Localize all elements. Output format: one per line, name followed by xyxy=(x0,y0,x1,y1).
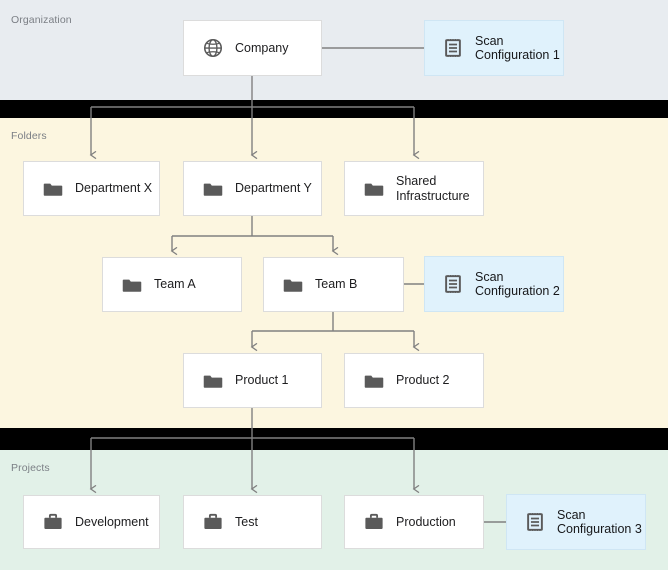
node-label: Scan Configuration 1 xyxy=(475,33,560,63)
node-department-x[interactable]: Department X xyxy=(23,161,160,216)
node-label: Scan Configuration 2 xyxy=(475,269,560,299)
folder-icon xyxy=(203,375,223,388)
node-scan-configuration-1[interactable]: Scan Configuration 1 xyxy=(424,20,564,76)
node-team-b[interactable]: Team B xyxy=(263,257,404,312)
node-scan-configuration-3[interactable]: Scan Configuration 3 xyxy=(506,494,646,550)
briefcase-icon xyxy=(44,513,62,529)
node-product-2[interactable]: Product 2 xyxy=(344,353,484,408)
briefcase-icon xyxy=(204,513,222,529)
band-label-folders: Folders xyxy=(11,130,47,142)
node-label: Production xyxy=(396,514,456,529)
scan-config-icon xyxy=(527,513,543,531)
node-label: Development xyxy=(75,514,149,529)
node-label: Test xyxy=(235,514,258,529)
band-label-projects: Projects xyxy=(11,462,50,474)
folder-icon xyxy=(203,183,223,196)
node-product-1[interactable]: Product 1 xyxy=(183,353,322,408)
scan-config-icon xyxy=(445,39,461,57)
node-company[interactable]: Company xyxy=(183,20,322,76)
node-development[interactable]: Development xyxy=(23,495,160,549)
node-label: Product 1 xyxy=(235,373,289,388)
node-department-y[interactable]: Department Y xyxy=(183,161,322,216)
node-label: Scan Configuration 3 xyxy=(557,507,642,537)
band-label-organization: Organization xyxy=(11,14,72,26)
node-team-a[interactable]: Team A xyxy=(102,257,242,312)
briefcase-icon xyxy=(365,513,383,529)
node-label: Team B xyxy=(315,277,358,292)
globe-icon xyxy=(203,38,223,58)
node-label: Shared Infrastructure xyxy=(396,174,470,203)
folder-icon xyxy=(122,279,142,292)
scan-config-icon xyxy=(445,275,461,293)
node-label: Department X xyxy=(75,181,153,196)
node-test[interactable]: Test xyxy=(183,495,322,549)
node-label: Product 2 xyxy=(396,373,450,388)
node-label: Company xyxy=(235,40,289,55)
folder-icon xyxy=(364,375,384,388)
folder-icon xyxy=(364,183,384,196)
node-production[interactable]: Production xyxy=(344,495,484,549)
folder-icon xyxy=(283,279,303,292)
band-organization xyxy=(0,0,668,100)
node-label: Department Y xyxy=(235,181,312,196)
node-scan-configuration-2[interactable]: Scan Configuration 2 xyxy=(424,256,564,312)
node-label: Team A xyxy=(154,277,196,292)
folder-icon xyxy=(43,183,63,196)
node-shared-infrastructure[interactable]: Shared Infrastructure xyxy=(344,161,484,216)
